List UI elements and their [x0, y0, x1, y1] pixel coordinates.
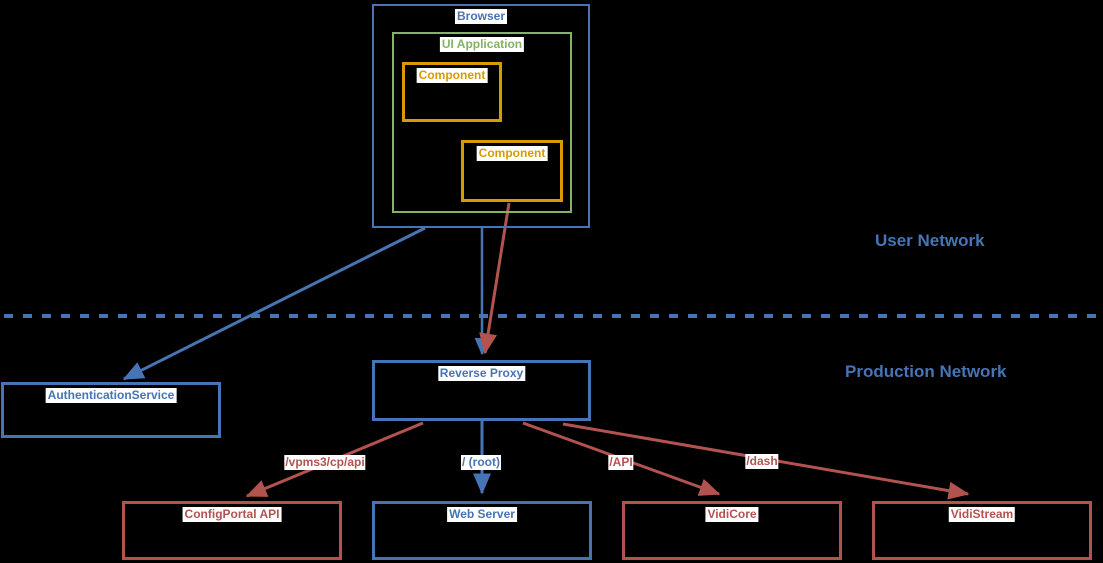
component-2-node-label: Component	[476, 146, 548, 161]
edge-label-root: / (root)	[461, 455, 501, 470]
reverse-proxy-node-label: Reverse Proxy	[437, 366, 526, 381]
component-1-node-label: Component	[416, 68, 488, 83]
web-server-node-label: Web Server	[447, 507, 517, 522]
edge-component-to-reverse-proxy	[479, 202, 511, 355]
reverse-proxy-node: Reverse Proxy	[372, 360, 591, 421]
user-network-zone-label: User Network	[875, 231, 985, 250]
edge-label-vpms3-cp-api: /vpms3/cp/api	[284, 455, 366, 470]
production-network-zone-label: Production Network	[845, 362, 1007, 381]
component-1-node: Component	[402, 62, 502, 122]
component-2-node: Component	[461, 140, 563, 202]
edge-label-api: /API	[608, 455, 634, 470]
edge-browser-to-auth-service	[122, 226, 426, 381]
authentication-service-node: AuthenticationService	[1, 382, 221, 438]
edge-label-dash: /dash	[745, 454, 779, 469]
vidistream-node: VidiStream	[872, 501, 1092, 560]
vidicore-node-label: VidiCore	[705, 507, 759, 522]
ui-application-node: UI Application	[392, 32, 572, 213]
configportal-api-node-label: ConfigPortal API	[182, 507, 282, 522]
vidicore-node: VidiCore	[622, 501, 842, 560]
authentication-service-node-label: AuthenticationService	[45, 388, 177, 403]
vidistream-node-label: VidiStream	[948, 507, 1016, 522]
browser-node-label: Browser	[454, 9, 508, 24]
browser-node: Browser	[372, 4, 590, 228]
web-server-node: Web Server	[372, 501, 592, 560]
ui-application-node-label: UI Application	[439, 37, 525, 52]
configportal-api-node: ConfigPortal API	[122, 501, 342, 560]
